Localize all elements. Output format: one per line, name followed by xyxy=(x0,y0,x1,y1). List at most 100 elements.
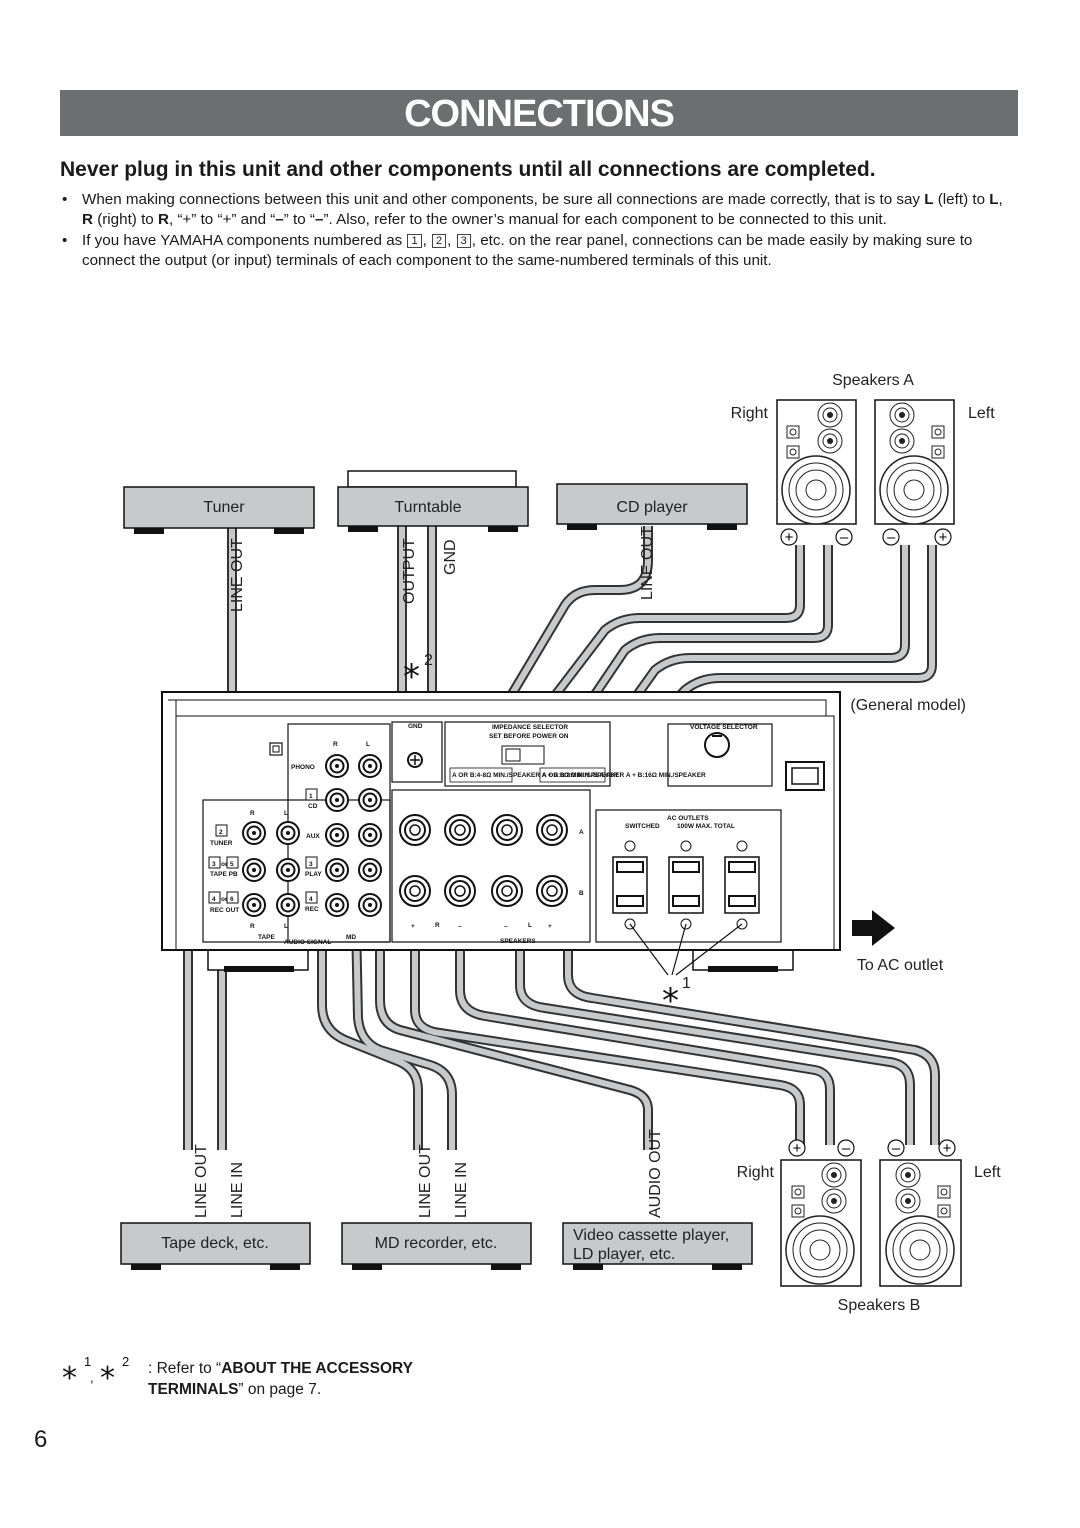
svg-text:TAPE PB: TAPE PB xyxy=(210,871,238,878)
turntable-output-label: OUTPUT xyxy=(401,538,418,604)
amplifier-rear-panel: PHONO CD AUX TUNER TAPE PB REC OUT PLAY … xyxy=(161,691,841,972)
svg-text:GND: GND xyxy=(408,723,423,730)
tuner-line-out-label: LINE OUT xyxy=(229,538,246,612)
svg-text:–: – xyxy=(840,529,849,546)
svg-text:,: , xyxy=(90,1370,94,1385)
footnote: * 1 , * 2 : Refer to “ABOUT THE ACCESSOR… xyxy=(60,1350,480,1400)
speaker-b-right xyxy=(780,1159,862,1287)
svg-text:+: + xyxy=(939,529,948,546)
svg-text:R: R xyxy=(250,810,255,817)
speaker-b-terminals: + – – + xyxy=(788,1139,956,1157)
vcr-label-line1: Video cassette player, xyxy=(573,1227,729,1244)
svg-text:4: 4 xyxy=(212,896,216,903)
svg-text:AUDIO SIGNAL: AUDIO SIGNAL xyxy=(284,939,331,946)
svg-text:SPEAKERS: SPEAKERS xyxy=(500,938,536,945)
speakers-b-label: Speakers B xyxy=(838,1297,921,1314)
svg-text:–: – xyxy=(458,923,462,930)
svg-text:CD: CD xyxy=(308,803,318,810)
svg-text:or: or xyxy=(221,861,228,868)
svg-text:L: L xyxy=(284,923,288,930)
star-1-superscript: 1 xyxy=(682,975,691,992)
arrow-right-icon xyxy=(852,910,895,946)
svg-text:*: * xyxy=(62,1361,77,1392)
svg-text:6: 6 xyxy=(230,896,234,903)
tape-deck-label: Tape deck, etc. xyxy=(161,1235,269,1252)
speaker-a-right xyxy=(776,399,857,525)
svg-text:PHONO: PHONO xyxy=(291,764,315,771)
star-1-marker: * xyxy=(662,981,679,1021)
tape-line-in-label: LINE IN xyxy=(229,1162,246,1218)
svg-text:A OR B:8Ω MIN./SPEAKER A + B:: A OR B:8Ω MIN./SPEAKER A + B:16Ω MIN./SP… xyxy=(542,772,706,779)
warning-heading: Never plug in this unit and other compon… xyxy=(60,158,876,181)
svg-text:R: R xyxy=(435,922,440,929)
svg-text:3: 3 xyxy=(309,861,313,868)
svg-text:or: or xyxy=(221,896,228,903)
tuner-unit: Tuner xyxy=(123,486,315,534)
turntable-label: Turntable xyxy=(395,499,462,516)
star-2-superscript: 2 xyxy=(424,652,433,669)
cd-player-label: CD player xyxy=(616,499,688,516)
svg-text:REC OUT: REC OUT xyxy=(210,907,239,914)
footnote-text: : Refer to “ABOUT THE ACCESSORY TERMINAL… xyxy=(148,1360,413,1398)
speaker-b-left xyxy=(879,1159,962,1287)
svg-text:R: R xyxy=(250,923,255,930)
svg-text:1: 1 xyxy=(84,1354,91,1369)
svg-text:VOLTAGE SELECTOR: VOLTAGE SELECTOR xyxy=(690,724,758,731)
speakers-a-right-label: Right xyxy=(731,405,769,422)
speaker-a-left xyxy=(874,399,955,525)
star-2-marker: * xyxy=(403,657,420,697)
svg-text:+: + xyxy=(548,923,552,930)
list-item: If you have YAMAHA components numbered a… xyxy=(60,231,1010,271)
cd-player-unit: CD player xyxy=(556,483,748,530)
md-line-out-label: LINE OUT xyxy=(417,1144,434,1218)
footnote-stars: * 1 , * 2 xyxy=(62,1354,129,1392)
svg-text:AC OUTLETS: AC OUTLETS xyxy=(667,815,709,822)
svg-text:R: R xyxy=(333,741,338,748)
number-box: 1 xyxy=(407,234,422,248)
svg-text:–: – xyxy=(887,529,896,546)
svg-text:+: + xyxy=(793,1140,802,1157)
page-number: 6 xyxy=(34,1426,48,1453)
svg-text:AUX: AUX xyxy=(306,833,320,840)
svg-text:–: – xyxy=(842,1140,851,1157)
svg-text:PLAY: PLAY xyxy=(305,871,322,878)
svg-text:3: 3 xyxy=(212,861,216,868)
svg-text:L: L xyxy=(284,810,288,817)
svg-text:+: + xyxy=(411,923,415,930)
svg-text:5: 5 xyxy=(230,861,234,868)
list-item: When making connections between this uni… xyxy=(60,190,1010,230)
svg-text:A OR B:4-8Ω MIN./SPEAKER A +: A OR B:4-8Ω MIN./SPEAKER A + B:8Ω MIN./S… xyxy=(452,772,618,779)
md-recorder-label: MD recorder, etc. xyxy=(375,1235,498,1252)
number-box: 3 xyxy=(456,234,471,248)
svg-text:L: L xyxy=(528,922,532,929)
svg-text:IMPEDANCE SELECTOR: IMPEDANCE SELECTOR xyxy=(492,724,568,731)
instruction-list: When making connections between this uni… xyxy=(60,190,1010,272)
svg-text:A: A xyxy=(579,829,584,836)
speaker-a-terminals: + – – + xyxy=(780,528,952,546)
speakers-a-left-label: Left xyxy=(968,405,995,422)
general-model-label: (General model) xyxy=(850,697,966,714)
svg-text:L: L xyxy=(366,741,370,748)
speakers-b-left-label: Left xyxy=(974,1164,1001,1181)
svg-text:TAPE: TAPE xyxy=(258,934,276,941)
svg-text:–: – xyxy=(892,1140,901,1157)
svg-text:*: * xyxy=(100,1361,115,1392)
svg-text:REC: REC xyxy=(305,906,319,913)
tape-deck-unit: Tape deck, etc. xyxy=(120,1222,311,1270)
turntable-unit: Turntable xyxy=(337,470,529,532)
svg-text:+: + xyxy=(943,1140,952,1157)
svg-text:2: 2 xyxy=(219,829,223,836)
tuner-label: Tuner xyxy=(203,499,245,516)
vcr-label-line2: LD player, etc. xyxy=(573,1246,675,1263)
page-title: CONNECTIONS xyxy=(404,93,675,135)
svg-text:MD: MD xyxy=(346,934,356,941)
md-recorder-unit: MD recorder, etc. xyxy=(341,1222,532,1270)
vcr-unit: Video cassette player, LD player, etc. xyxy=(562,1222,753,1270)
svg-text:SWITCHED: SWITCHED xyxy=(625,823,660,830)
svg-text:100W MAX. TOTAL: 100W MAX. TOTAL xyxy=(677,823,735,830)
svg-text:–: – xyxy=(504,923,508,930)
tape-line-out-label: LINE OUT xyxy=(193,1144,210,1218)
page-title-bar: CONNECTIONS xyxy=(60,90,1018,136)
svg-text:+: + xyxy=(785,529,794,546)
svg-text:2: 2 xyxy=(122,1354,129,1369)
